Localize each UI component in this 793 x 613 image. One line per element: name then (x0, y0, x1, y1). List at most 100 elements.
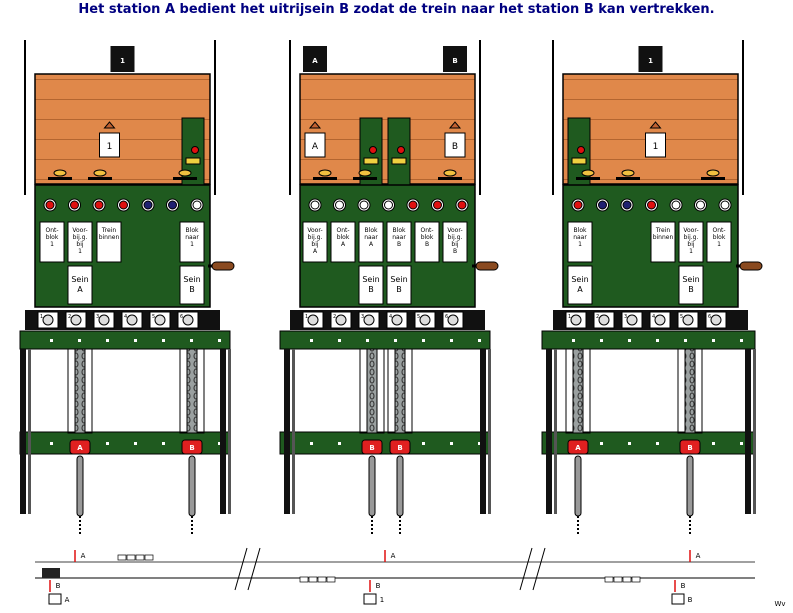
track-signal-label: B (681, 582, 686, 590)
bell-cup (93, 169, 107, 177)
bell-cup (358, 169, 372, 177)
bell-shelf (438, 177, 462, 180)
label-card-text-line: Ont- (712, 227, 725, 234)
slot-knob (419, 314, 431, 326)
slot-number: 2 (333, 314, 336, 320)
bell-shelf (313, 177, 337, 180)
bell-shelf (576, 177, 600, 180)
column-lamp (191, 146, 199, 154)
slot-number: 6 (445, 314, 448, 320)
frame-rivet (162, 339, 165, 342)
bell-shelf (701, 177, 725, 180)
column-switch (391, 157, 407, 165)
indicator-lamp (70, 200, 79, 210)
frame-rivet (628, 442, 631, 445)
column-switch (185, 157, 201, 165)
frame-rivet (310, 339, 313, 342)
label-card-text-line: blok (337, 234, 350, 241)
frame-rivet (684, 339, 687, 342)
break-line (532, 547, 546, 591)
slot-number: 1 (40, 314, 43, 320)
label-card (414, 221, 440, 263)
slot-knob (363, 314, 375, 326)
frame-rivet (134, 442, 137, 445)
frame-rivet (394, 339, 397, 342)
slot-number: 3 (96, 314, 99, 320)
frame-leg-inner (488, 349, 491, 514)
indicator-window (645, 132, 666, 158)
bell-cup (581, 169, 595, 177)
handle-tag-label: B (189, 444, 194, 452)
indicator-lamp (433, 200, 442, 210)
handle-rod (686, 455, 694, 517)
label-card-text-line: A (341, 241, 346, 248)
handle-tag (389, 439, 411, 455)
slot-number: 4 (652, 314, 655, 320)
track-signal-label: B (376, 582, 381, 590)
frame-leg (480, 349, 486, 514)
handle-tag (69, 439, 91, 455)
indicator-bell (103, 121, 116, 129)
handle-tag (361, 439, 383, 455)
label-card (179, 221, 205, 263)
frame-rivet (106, 442, 109, 445)
slot-number: 3 (361, 314, 364, 320)
frame-leg (20, 349, 26, 514)
frame-leg (220, 349, 226, 514)
label-card-text-line: B (453, 248, 457, 255)
frame-rivet (450, 339, 453, 342)
label-card-text-line: Blok (186, 227, 199, 234)
handle-tag-label: B (369, 444, 374, 452)
frame-rivet (712, 442, 715, 445)
indicator-lamp (359, 200, 369, 210)
chain (572, 348, 584, 434)
top-sign-label: 1 (120, 57, 125, 65)
label-card-text-line: bij (687, 241, 694, 248)
crank-handle (475, 261, 499, 271)
sein-card (179, 265, 205, 305)
frame-rivet (450, 442, 453, 445)
indicator-bell (448, 121, 462, 129)
slot-number: 6 (708, 314, 711, 320)
wooden-cabinet (34, 73, 211, 185)
block-section (631, 576, 641, 583)
label-card-text-line: bij.g. (448, 234, 463, 241)
slot-knob (391, 314, 403, 326)
bell-shelf (173, 177, 197, 180)
break-line (234, 547, 248, 591)
block-section (317, 576, 327, 583)
track-signal-label: A (81, 552, 86, 560)
indicator-lamp (573, 200, 583, 210)
top-sign-box (110, 46, 135, 72)
indicator-lamp (720, 200, 730, 210)
label-card-text-line: bij (451, 241, 458, 248)
sein-card (567, 265, 593, 305)
column-lamp (369, 146, 377, 154)
indicator-bell (649, 121, 662, 129)
frame-rivet (310, 442, 313, 445)
label-card-text-line: 1 (78, 248, 82, 255)
indicator-label: 1 (107, 142, 113, 152)
label-card-text-line: blok (421, 234, 434, 241)
column-switch (363, 157, 379, 165)
label-card-text-line: A (313, 248, 318, 255)
block-section (622, 576, 632, 583)
label-card-text-line: binnen (653, 234, 674, 241)
break-line (247, 547, 261, 591)
label-card (39, 221, 65, 263)
sein-card-text-line: Sein (571, 275, 588, 284)
page-title: Het station A bedient het uitrijsein B z… (78, 2, 715, 17)
block-section (604, 576, 614, 583)
column-switch (571, 157, 587, 165)
handle-tag-label: A (77, 444, 83, 452)
station-label: 1 (380, 596, 384, 604)
slot-number: 2 (68, 314, 71, 320)
